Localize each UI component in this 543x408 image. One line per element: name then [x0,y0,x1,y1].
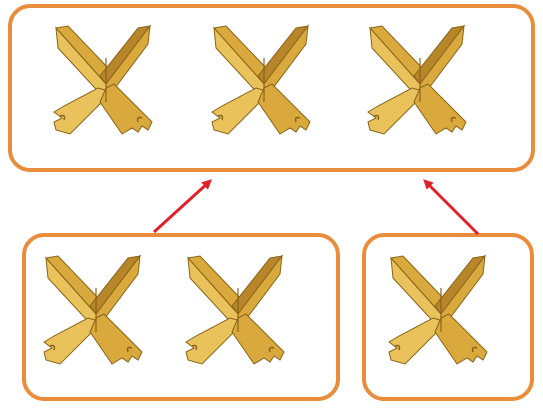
book-stand-icon [38,248,148,368]
arrow-up-right-icon [152,179,212,234]
book-stand-icon [362,18,472,138]
book-stand-icon [48,18,158,138]
book-stand-icon [206,18,316,138]
book-stand-icon [180,248,290,368]
book-stand-icon [383,248,493,368]
bottom-left-group-box [22,233,340,401]
arrow-up-left-icon [423,179,480,236]
